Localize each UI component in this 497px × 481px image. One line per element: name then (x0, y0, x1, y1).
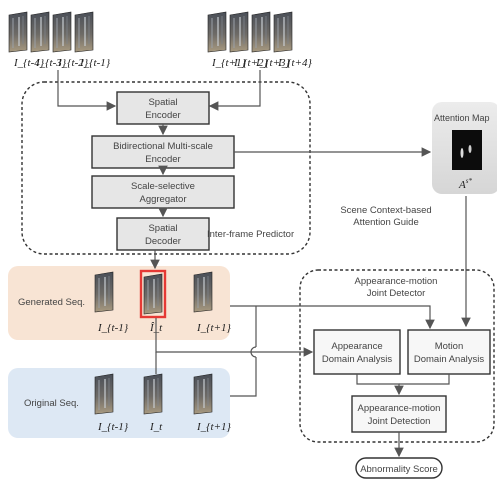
abnormality-score-label: Abnormality Score (360, 464, 438, 475)
attention-map-image (452, 130, 482, 170)
bidirectional-encoder-line1: Bidirectional Multi-scale (113, 141, 213, 152)
spatial-encoder-line2: Encoder (145, 110, 180, 121)
spatial-encoder-line1: Spatial (148, 97, 177, 108)
frame-label-t-2: I_{t-2} (57, 57, 89, 69)
original-seq-label: Original Seq. (24, 398, 79, 409)
gen-frame-label-t+1: I_{t+1} (196, 322, 232, 334)
attention-map-title: Attention Map (434, 113, 490, 123)
orig-frame-label-t-1: I_{t-1} (97, 421, 129, 433)
spatial-decoder-box (116, 217, 210, 251)
predictor-title: Inter-frame Predictor (207, 229, 294, 240)
attention-guide-line1: Scene Context-based (340, 205, 431, 216)
generated-seq-label: Generated Seq. (18, 297, 85, 308)
frame-label-t+4: I_{t+4} (277, 57, 313, 69)
aggregator-line2: Aggregator (139, 194, 186, 205)
past-frames (8, 11, 94, 53)
detector-title-line2: Joint Detector (367, 288, 426, 299)
future-frames (207, 11, 293, 53)
frame-label-t+1: I_{t+1} (211, 57, 247, 69)
motion-analysis-line2: Domain Analysis (414, 354, 484, 365)
predictor-container (21, 81, 311, 255)
attention-map-symbol: As* (458, 177, 472, 191)
joint-detection-box (351, 395, 447, 433)
frame-label-t+2: I_{t+2} (233, 57, 269, 69)
detector-title-line1: Appearance-motion (355, 276, 438, 287)
spatial-decoder-line1: Spatial (148, 223, 177, 234)
joint-detection-line2: Joint Detection (368, 416, 431, 427)
frame-label-t-4: I_{t-4} (13, 57, 45, 69)
frame-label-t+3: I_{t+3} (255, 57, 291, 69)
orig-frame-label-t+1: I_{t+1} (196, 421, 232, 433)
appearance-analysis-line2: Domain Analysis (322, 354, 392, 365)
motion-analysis-box (407, 329, 491, 375)
spatial-decoder-line2: Decoder (145, 236, 181, 247)
generated-seq-panel (8, 266, 230, 340)
orig-frame-label-t: I_t (149, 421, 163, 433)
abnormality-score-box (355, 457, 443, 479)
spatial-encoder-box (116, 91, 210, 125)
original-seq-panel (8, 368, 230, 438)
appearance-analysis-box (313, 329, 401, 375)
frame-label-t-1: I_{t-1} (79, 57, 111, 69)
aggregator-line1: Scale-selective (131, 181, 195, 192)
gen-frame-label-t-1: I_{t-1} (97, 322, 129, 334)
bidirectional-encoder-line2: Encoder (145, 154, 180, 165)
detector-container (299, 269, 495, 443)
predicted-frame-highlight (139, 269, 167, 319)
joint-detection-line1: Appearance-motion (358, 403, 441, 414)
frame-label-t-3: I_{t-3} (35, 57, 67, 69)
motion-analysis-line1: Motion (435, 341, 464, 352)
attention-guide-line2: Attention Guide (353, 217, 419, 228)
appearance-analysis-line1: Appearance (331, 341, 382, 352)
